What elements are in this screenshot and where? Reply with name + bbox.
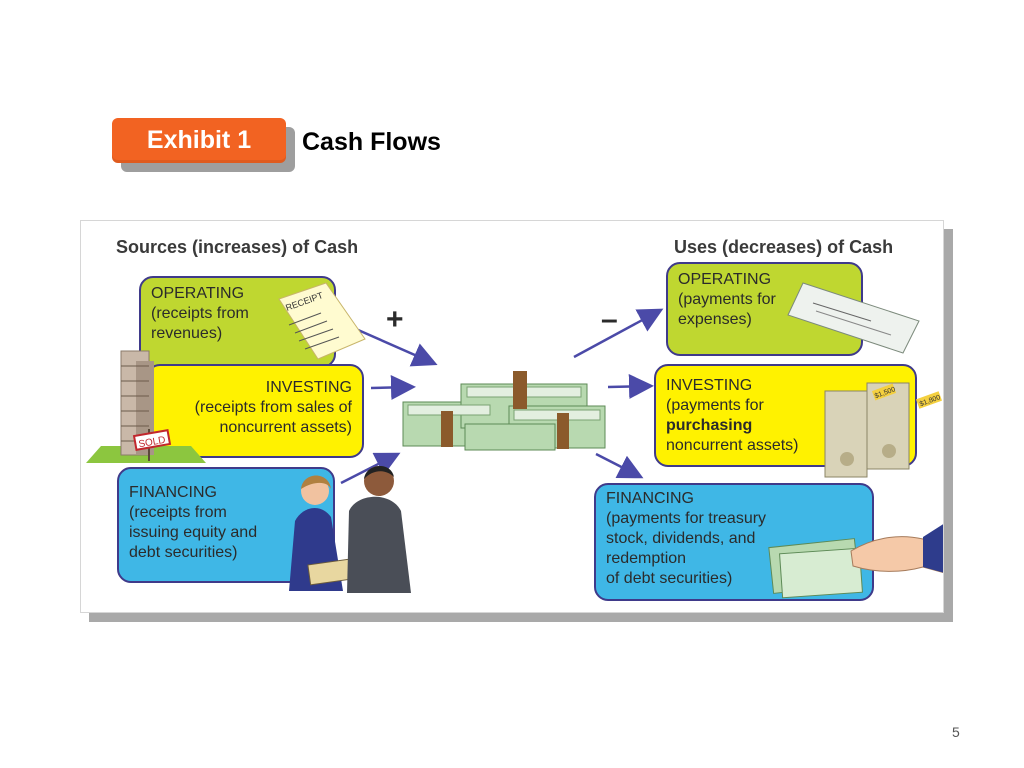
- arrow-financing-in: [340, 452, 401, 485]
- minus-sign: –: [601, 303, 618, 336]
- arrow-investing-in: [370, 375, 416, 400]
- sources-investing-line: (receipts from sales of: [194, 399, 352, 416]
- uses-financing-line: (payments for treasury: [606, 510, 767, 527]
- uses-financing-title: FINANCING: [606, 490, 694, 507]
- arrow-financing-out: [595, 452, 644, 479]
- sources-operating-line: revenues): [151, 325, 223, 342]
- uses-operating-line: expenses): [678, 311, 752, 328]
- uses-financing-line: stock, dividends, and: [606, 530, 756, 547]
- sources-operating-title: OPERATING: [151, 285, 245, 302]
- slide-title: Cash Flows: [302, 128, 441, 156]
- sources-financing-line: issuing equity and: [129, 524, 258, 541]
- cash-flow-figure: Sources (increases) of Cash Uses (decrea…: [80, 220, 944, 613]
- price-tag-2: $1,800: [919, 394, 942, 408]
- uses-investing-line: purchasing: [666, 417, 753, 434]
- sources-operating-box: OPERATING (receipts from revenues): [139, 276, 336, 368]
- arrow-investing-out: [607, 373, 654, 399]
- money-stack-icon: [402, 371, 606, 451]
- uses-investing-title: INVESTING: [666, 377, 753, 394]
- sources-investing-box: INVESTING (receipts from sales of noncur…: [146, 364, 364, 458]
- uses-operating-line: (payments for: [678, 291, 776, 308]
- uses-financing-box: FINANCING (payments for treasury stock, …: [594, 483, 874, 601]
- uses-investing-line: noncurrent assets): [666, 437, 799, 454]
- uses-investing-box: INVESTING (payments for purchasing noncu…: [654, 364, 917, 467]
- sources-operating-line: (receipts from: [151, 305, 249, 322]
- uses-operating-title: OPERATING: [678, 271, 772, 288]
- sources-investing-line: noncurrent assets): [219, 419, 352, 436]
- sources-financing-box: FINANCING (receipts from issuing equity …: [117, 467, 335, 583]
- plus-sign: +: [386, 303, 404, 336]
- uses-financing-line: redemption: [606, 550, 687, 567]
- uses-operating-box: OPERATING (payments for expenses): [666, 262, 863, 356]
- sources-financing-line: debt securities): [129, 544, 238, 561]
- exhibit-badge: Exhibit 1: [112, 118, 286, 163]
- sources-financing-line: (receipts from: [129, 504, 227, 521]
- sources-investing-title: INVESTING: [265, 379, 352, 396]
- sources-heading: Sources (increases) of Cash: [116, 237, 359, 257]
- sources-financing-title: FINANCING: [129, 484, 217, 501]
- page-number: 5: [952, 724, 960, 740]
- uses-financing-line: of debt securities): [606, 570, 733, 587]
- uses-heading: Uses (decreases) of Cash: [674, 237, 894, 257]
- uses-investing-line: (payments for: [666, 397, 764, 414]
